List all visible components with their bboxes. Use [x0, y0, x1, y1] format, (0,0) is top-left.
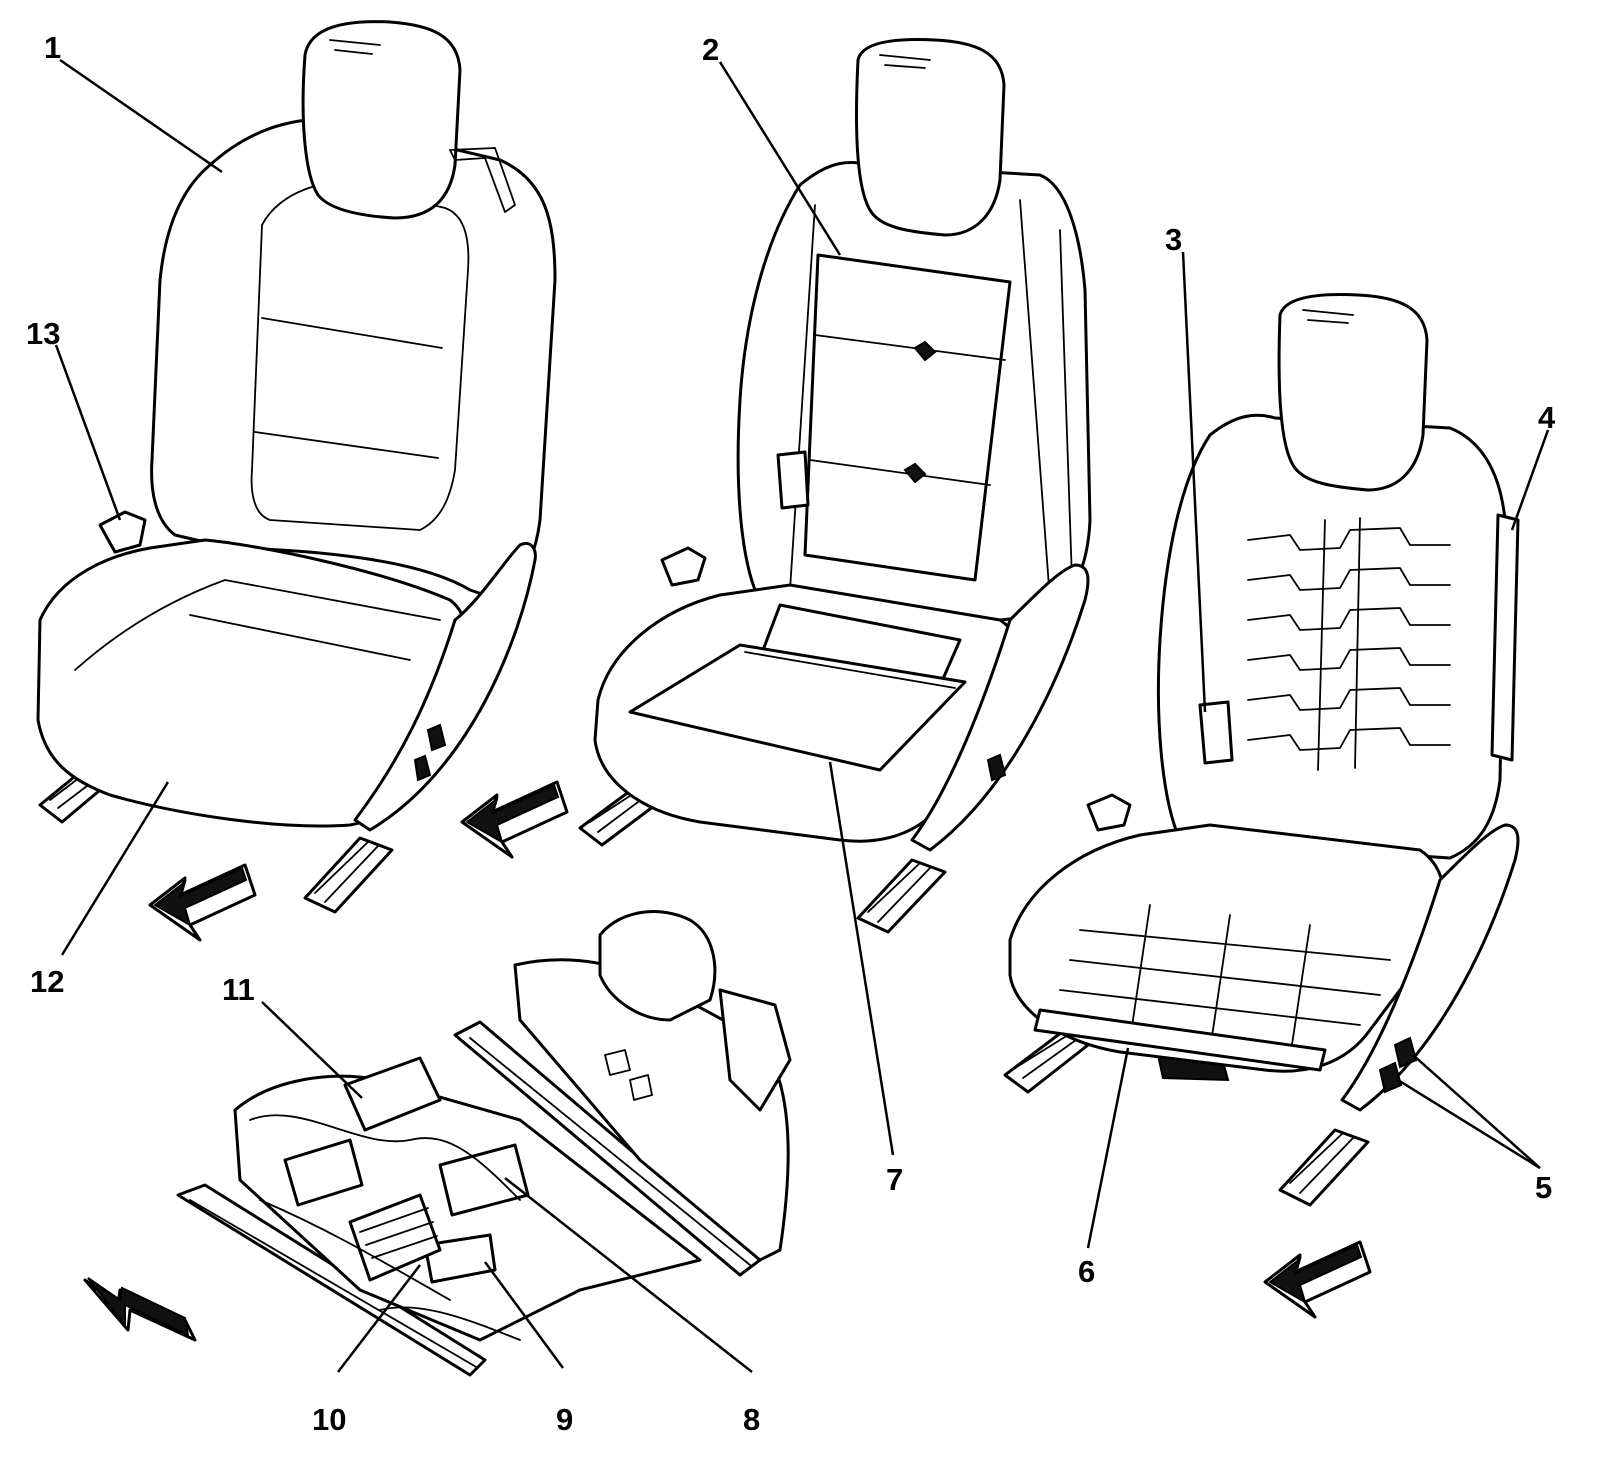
vehicle-front-arrow-2 [460, 780, 569, 859]
seat-adjuster-motor-recline [423, 1233, 497, 1284]
seat-adjuster-switch-module [343, 1056, 442, 1132]
callout-10: 10 [312, 1402, 346, 1437]
seat-wiring-harness [249, 1114, 521, 1341]
callout-3: 3 [1165, 222, 1182, 257]
seat-adjuster-knobs [1378, 1036, 1418, 1094]
callout-6: 6 [1078, 1254, 1095, 1289]
lumbar-motor [776, 450, 810, 510]
seat-side-shield [353, 542, 537, 832]
vehicle-front-arrow-1 [148, 863, 257, 942]
headrest [1277, 293, 1429, 492]
vehicle-front-arrow-4 [83, 1277, 197, 1342]
seat-cushion-suspension [1059, 904, 1391, 1059]
seat-track-right [303, 836, 394, 914]
seat-assembly-complete [36, 20, 557, 914]
leader-7 [828, 761, 895, 1156]
leader-2 [718, 61, 842, 256]
leader-6 [1086, 1047, 1130, 1249]
headrest [301, 20, 462, 220]
callout-13: 13 [26, 316, 60, 351]
leader-3 [1181, 251, 1207, 713]
callout-2: 2 [702, 32, 719, 67]
callout-11: 11 [222, 972, 255, 1007]
callout-4: 4 [1538, 400, 1556, 435]
seat-side-shield [910, 563, 1090, 852]
leader-5b [1397, 1078, 1541, 1170]
headrest [855, 38, 1006, 237]
callout-9: 9 [556, 1402, 573, 1437]
callout-labels: 1 2 3 4 5 6 7 8 9 10 11 12 13 [26, 30, 1556, 1437]
headrest [598, 910, 717, 1022]
seat-back-side-panel [1490, 513, 1520, 762]
leader-8 [504, 1177, 753, 1373]
seat-belt-buckle [1086, 793, 1132, 832]
callout-7: 7 [886, 1162, 903, 1197]
seat-assembly-frame [1003, 293, 1520, 1207]
seat-track-right [1278, 1128, 1370, 1207]
seat-front-tube [1033, 1008, 1327, 1072]
leader-10 [337, 1264, 421, 1373]
callout-1: 1 [44, 30, 61, 65]
seat-belt-buckle [660, 546, 707, 587]
lumbar-motor [1198, 700, 1234, 765]
callout-12: 12 [30, 964, 64, 999]
seat-side-shield [718, 988, 792, 1112]
seat-adjuster-motor-front [283, 1138, 364, 1207]
leader-1 [59, 58, 223, 174]
seat-side-shield [1340, 823, 1520, 1112]
vehicle-front-arrow-3 [1263, 1240, 1372, 1319]
seat-back-frame [1156, 413, 1507, 860]
seat-assembly-heater-mats [578, 38, 1092, 934]
callout-8: 8 [743, 1402, 760, 1437]
seat-adjuster-switch [413, 723, 447, 782]
leader-4 [1510, 429, 1550, 531]
seat-belt-buckle [98, 510, 147, 554]
leader-5a [1412, 1054, 1541, 1169]
leader-9 [483, 1261, 565, 1369]
leader-13 [54, 344, 122, 521]
leader-12 [60, 781, 170, 956]
leader-11 [261, 1001, 363, 1099]
callout-5: 5 [1535, 1170, 1552, 1205]
seat-adjuster-underside-view [176, 910, 792, 1377]
seat-back-suspension-mat [1247, 517, 1451, 771]
seat-adjuster-switch [986, 753, 1007, 782]
seat-track-right [856, 858, 947, 934]
leader-lines [54, 58, 1550, 1373]
seat-back-heater-mat [803, 253, 1012, 582]
